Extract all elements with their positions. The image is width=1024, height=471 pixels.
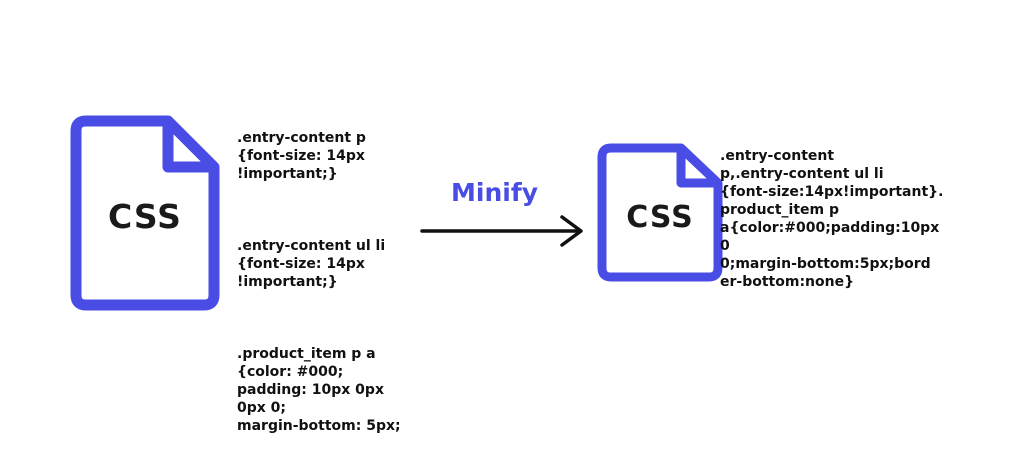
- arrow-right-icon: [420, 215, 583, 247]
- file-outline-icon: [70, 115, 220, 311]
- code-rule: .entry-content p {font-size: 14px !impor…: [237, 130, 366, 182]
- minify-label: Minify: [451, 178, 538, 207]
- code-rule: .product_item p a {color: #000; padding:…: [237, 346, 401, 434]
- minified-css-code: .entry-content p,.entry-content ul li {f…: [720, 148, 944, 290]
- file-type-label: CSS: [626, 200, 694, 235]
- file-outline-icon: [597, 143, 723, 282]
- css-file-icon: CSS: [70, 115, 220, 311]
- file-type-label: CSS: [108, 197, 182, 236]
- css-file-icon: CSS: [597, 143, 723, 282]
- original-css-code: .entry-content p {font-size: 14px !impor…: [237, 93, 401, 471]
- code-rule: .entry-content ul li {font-size: 14px !i…: [237, 238, 386, 290]
